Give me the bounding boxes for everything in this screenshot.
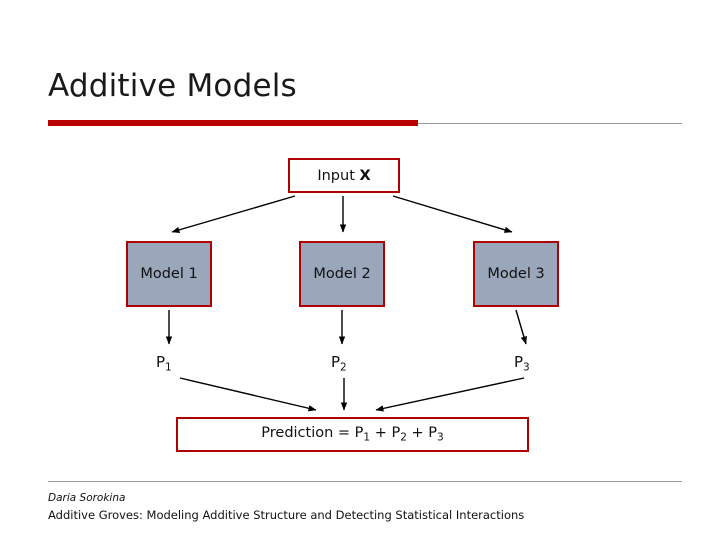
title-rule-accent xyxy=(48,120,418,126)
page-title: Additive Models xyxy=(48,68,297,104)
prediction-result-label: Prediction = P1 + P2 + P3 xyxy=(261,425,444,444)
prediction-result-box: Prediction = P1 + P2 + P3 xyxy=(176,417,529,452)
footer-text: Additive Groves: Modeling Additive Struc… xyxy=(48,508,525,522)
input-variable: X xyxy=(359,167,371,184)
prediction-label-1: P1 xyxy=(156,353,172,374)
model-box-3-label: Model 3 xyxy=(487,266,545,282)
model-box-3: Model 3 xyxy=(473,241,559,307)
prediction-label-2: P2 xyxy=(331,353,347,374)
prediction-label-3: P3 xyxy=(514,353,530,374)
model-box-1: Model 1 xyxy=(126,241,212,307)
footer-rule xyxy=(48,481,682,482)
model-box-2: Model 2 xyxy=(299,241,385,307)
model-box-2-label: Model 2 xyxy=(313,266,371,282)
model-box-1-label: Model 1 xyxy=(140,266,198,282)
input-box: Input X xyxy=(288,158,400,193)
footer-author: Daria Sorokina xyxy=(48,492,126,504)
input-box-label: Input X xyxy=(317,167,371,184)
